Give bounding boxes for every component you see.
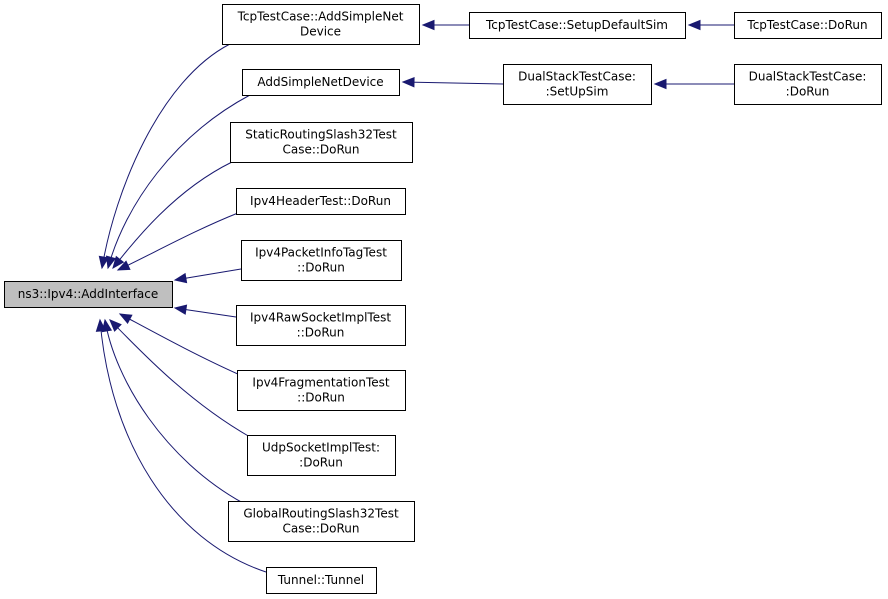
arrow-head-icon	[401, 76, 415, 88]
node-label: TcpTestCase::DoRun	[746, 18, 867, 32]
arrow-head-icon	[687, 19, 701, 31]
node-label: GlobalRoutingSlash32Test	[243, 507, 399, 521]
node-label: :SetUpSim	[546, 85, 609, 99]
node-label: ::DoRun	[297, 261, 345, 275]
edges-layer	[95, 19, 734, 573]
edge-line	[117, 212, 239, 271]
edge-ds_setup-to-add_simple	[401, 76, 504, 88]
edge-line	[112, 161, 233, 269]
node-label: Tunnel::Tunnel	[277, 573, 364, 587]
edge-udp_socket-to-root	[109, 319, 251, 438]
node-root[interactable]: ns3::Ipv4::AddInterface	[4, 281, 173, 308]
node-label: ns3::Ipv4::AddInterface	[18, 287, 159, 301]
node-tunnel[interactable]: Tunnel::Tunnel	[266, 567, 377, 594]
node-box	[237, 370, 406, 411]
nodes-layer: ns3::Ipv4::AddInterface TcpTestCase::AddS…	[4, 4, 882, 594]
node-label: Ipv4PacketInfoTagTest	[255, 246, 387, 260]
node-label: :DoRun	[299, 456, 343, 470]
arrow-head-icon	[109, 319, 122, 332]
arrow-head-icon	[173, 272, 188, 284]
node-tcp-dorun[interactable]: TcpTestCase::DoRun	[734, 12, 882, 39]
node-label: Case::DoRun	[282, 522, 359, 536]
node-ipv4-frag[interactable]: Ipv4FragmentationTest::DoRun	[237, 370, 406, 411]
node-box	[236, 188, 406, 215]
node-label: Ipv4RawSocketImplTest	[250, 311, 391, 325]
edge-ipv4_packet-to-root	[173, 268, 242, 284]
edge-add_simple-to-root	[105, 94, 251, 270]
node-label: StaticRoutingSlash32Test	[245, 128, 397, 142]
edge-line	[402, 81, 504, 85]
arrow-head-icon	[173, 304, 188, 315]
arrow-head-icon	[105, 255, 117, 270]
edge-line	[109, 319, 251, 438]
arrow-head-icon	[116, 260, 131, 271]
node-box	[236, 305, 406, 346]
node-ds-setup[interactable]: DualStackTestCase::SetUpSim	[503, 64, 652, 105]
arrow-head-icon	[98, 255, 110, 270]
arrow-head-icon	[112, 255, 125, 270]
arrow-head-icon	[95, 318, 107, 332]
node-label: AddSimpleNetDevice	[257, 75, 383, 89]
node-box	[242, 69, 400, 96]
node-ds-dorun[interactable]: DualStackTestCase::DoRun	[734, 64, 882, 105]
node-label: :DoRun	[786, 85, 830, 99]
node-label: Ipv4FragmentationTest	[252, 376, 389, 390]
edge-tcp_add-to-root	[98, 43, 231, 270]
arrow-head-icon	[653, 78, 667, 90]
node-label: DualStackTestCase:	[518, 70, 636, 84]
node-label: ::DoRun	[297, 326, 345, 340]
node-ipv4-packet[interactable]: Ipv4PacketInfoTagTest::DoRun	[241, 240, 402, 281]
edge-line	[107, 94, 251, 269]
node-label: TcpTestCase::AddSimpleNet	[237, 10, 404, 24]
node-box	[266, 567, 377, 594]
node-label: UdpSocketImplTest:	[262, 441, 380, 455]
edge-global_routing-to-root	[101, 318, 244, 504]
node-box	[241, 240, 402, 281]
edge-static_routing-to-root	[112, 161, 233, 270]
node-ipv4-header[interactable]: Ipv4HeaderTest::DoRun	[236, 188, 406, 215]
edge-tcp_setup-to-tcp_add	[421, 19, 469, 31]
node-label: DualStackTestCase:	[749, 70, 867, 84]
node-box	[734, 12, 882, 39]
node-tcp-add[interactable]: TcpTestCase::AddSimpleNetDevice	[222, 4, 420, 45]
node-box	[503, 64, 652, 105]
arrow-head-icon	[118, 313, 133, 325]
node-box	[228, 501, 415, 542]
arrow-head-icon	[421, 19, 435, 31]
node-tcp-setup[interactable]: TcpTestCase::SetupDefaultSim	[469, 12, 686, 39]
node-box	[247, 435, 396, 476]
node-ipv4-raw[interactable]: Ipv4RawSocketImplTest::DoRun	[236, 305, 406, 346]
edge-ipv4_frag-to-root	[118, 313, 241, 376]
node-box	[222, 4, 420, 45]
edge-line	[119, 313, 241, 376]
node-label: Case::DoRun	[282, 143, 359, 157]
node-label: TcpTestCase::SetupDefaultSim	[485, 18, 668, 32]
edge-ipv4_raw-to-root	[173, 304, 237, 318]
node-label: Ipv4HeaderTest::DoRun	[250, 194, 391, 208]
edge-line	[104, 319, 244, 504]
edge-ds_dorun-to-ds_setup	[653, 78, 734, 90]
node-label: Device	[300, 25, 341, 39]
node-udp-socket[interactable]: UdpSocketImplTest::DoRun	[247, 435, 396, 476]
edge-line	[101, 43, 231, 269]
node-box	[469, 12, 686, 39]
node-box	[4, 281, 173, 308]
node-box	[734, 64, 882, 105]
node-label: ::DoRun	[297, 391, 345, 405]
node-box	[230, 122, 413, 163]
edge-line	[99, 319, 267, 573]
edge-ipv4_header-to-root	[116, 212, 239, 271]
node-add-simple[interactable]: AddSimpleNetDevice	[242, 69, 400, 96]
edge-tunnel-to-root	[95, 318, 267, 573]
edge-tcp_dorun-to-tcp_setup	[687, 19, 734, 31]
